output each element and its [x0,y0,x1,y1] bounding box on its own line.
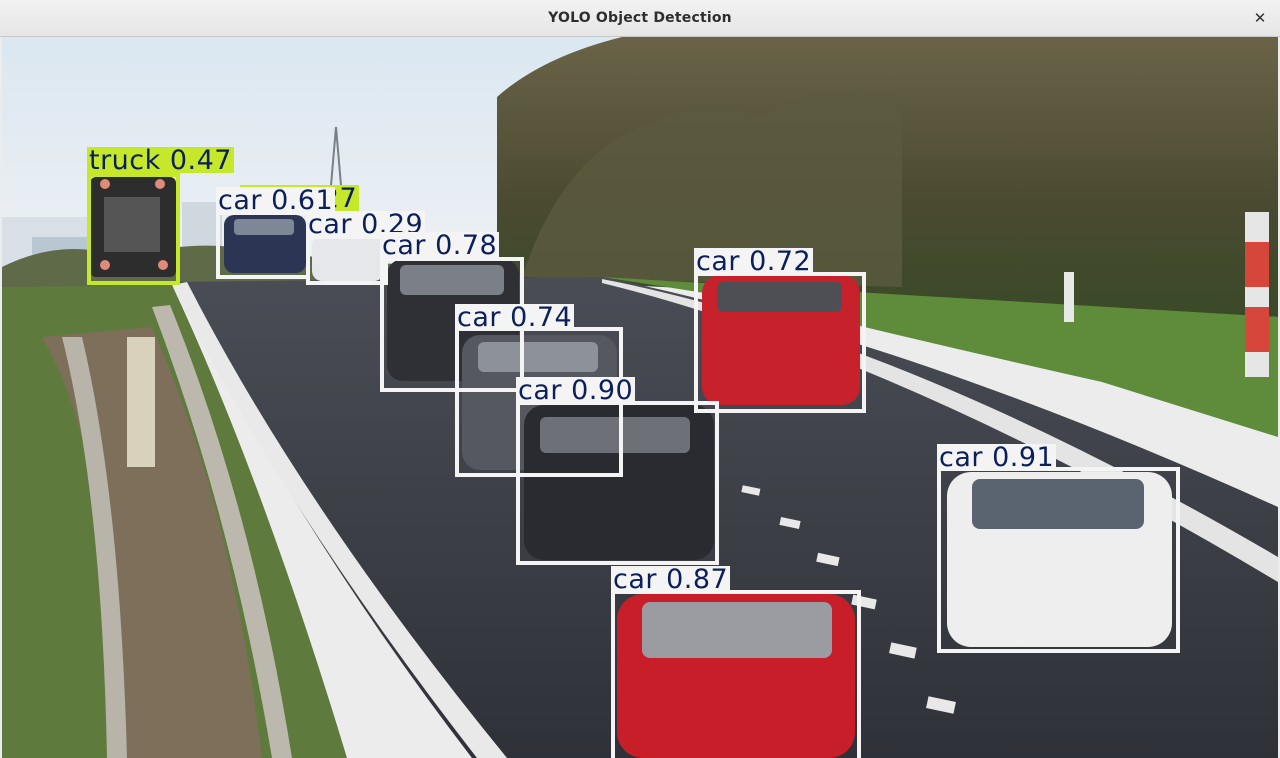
detection-label: car 0.72 [694,246,814,277]
window-title: YOLO Object Detection [548,10,732,26]
detection-label: car 0.74 [455,302,575,333]
title-bar[interactable]: YOLO Object Detection ✕ [0,0,1280,37]
detection-label: car 0.61 [216,185,336,216]
detection-label: car 0.90 [516,375,636,406]
detection-label: truck 0.47 [87,145,234,176]
close-icon[interactable]: ✕ [1253,9,1267,27]
detection-box-car [216,211,310,279]
detection-box-truck [87,173,180,285]
video-frame: truck 0.47 car 0.27 car 0.61 car 0.29 ca… [2,37,1278,758]
detection-label: car 0.91 [937,442,1057,473]
detection-box-car [516,401,719,565]
detection-label: car 0.78 [380,230,500,261]
detection-box-car [937,467,1180,653]
detection-box-car [694,272,866,413]
detection-overlay: truck 0.47 car 0.27 car 0.61 car 0.29 ca… [2,37,1278,758]
detection-box-car [306,235,388,285]
detection-label: car 0.87 [611,564,731,595]
detection-box-car [611,590,861,758]
